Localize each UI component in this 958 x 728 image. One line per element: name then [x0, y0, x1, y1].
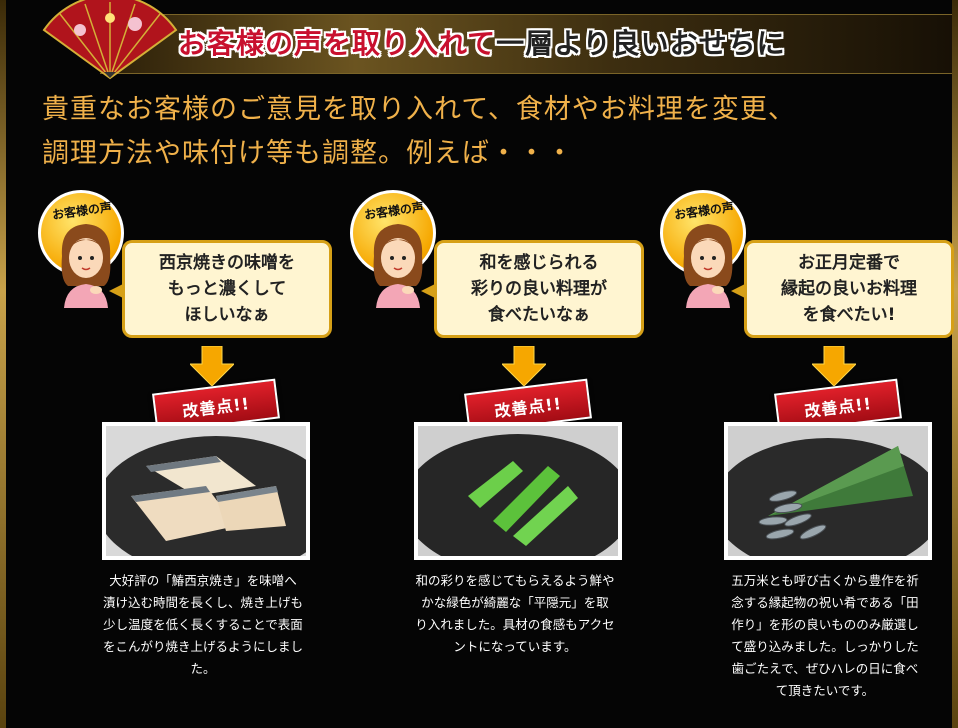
desc-line: ントになっています。 [453, 639, 577, 654]
arrow-down-icon [190, 346, 234, 386]
dish-photo-hira-ingen [414, 422, 622, 560]
header-title-red: お客様の声を取り入れて [178, 27, 497, 60]
woman-avatar-icon [61, 224, 111, 308]
folding-fan-icon [42, 0, 178, 80]
improvement-label-text: 改善点!! [493, 393, 563, 422]
intro-line: 調理方法や味付け等も調整。例えば・・・ [42, 138, 574, 169]
desc-line: 少し温度を低く長くすることで表面 [103, 617, 303, 632]
arrow-down-icon [812, 346, 856, 386]
improvement-description: 和の彩りを感じてもらえるよう鮮や かな緑色が綺麗な「平隠元」を取 り入れました。… [390, 570, 640, 658]
header-band [100, 14, 952, 74]
speech-bubble: 西京焼きの味噌を もっと濃くして ほしいなぁ [109, 240, 332, 338]
desc-line: 五万米とも呼び古くから豊作を祈 [731, 573, 919, 588]
desc-line: かな緑色が綺麗な「平隠元」を取 [421, 595, 609, 610]
desc-line: 歯ごたえで、ぜひハレの日に食べ [731, 661, 919, 676]
intro-text: 貴重なお客様のご意見を取り入れて、食材やお料理を変更、 調理方法や味付け等も調整… [42, 88, 922, 176]
feedback-column-2: お客様の声 和を感じられる 彩りの良い料理が 食べたいなぁ 改善点!! [350, 190, 650, 720]
desc-line: 和の彩りを感じてもらえるよう鮮や [415, 573, 615, 588]
feedback-column-1: お客様の声 西京焼きの味噌を もっと濃くして ほしいなぁ 改善点!! [38, 190, 338, 720]
header-title: お客様の声を取り入れて一層より良いおせちに [178, 22, 786, 62]
desc-line: り入れました。具材の食感もアクセ [415, 617, 615, 632]
gold-border-left [0, 0, 6, 728]
desc-line: 念する縁起物の祝い肴である「田 [731, 595, 919, 610]
improvement-label-text: 改善点!! [803, 393, 873, 422]
feedback-column-3: お客様の声 お正月定番で 縁起の良いお料理 を食べたい! 改善点!! [660, 190, 958, 720]
speech-bubble-text: 和を感じられる 彩りの良い料理が 食べたいなぁ [471, 253, 607, 325]
woman-avatar-icon [683, 224, 733, 308]
header-title-dark: 一層より良いおせちに [496, 27, 786, 60]
intro-line: 貴重なお客様のご意見を取り入れて、食材やお料理を変更、 [42, 94, 796, 125]
gold-border-right [952, 0, 958, 728]
improvement-label-text: 改善点!! [181, 393, 251, 422]
speech-bubble-text: お正月定番で 縁起の良いお料理 を食べたい! [781, 253, 917, 325]
woman-avatar-icon [373, 224, 423, 308]
desc-line: をこんがり焼き上げるようにしまし [102, 639, 303, 654]
improvement-description: 大好評の「鰆西京焼き」を味噌へ 漬け込む時間を長くし、焼き上げも 少し温度を低く… [78, 570, 328, 680]
desc-line: て盛り込みました。しっかりした [731, 639, 919, 654]
desc-line: て頂きたいです。 [775, 683, 875, 698]
dish-photo-saikyo-yaki [102, 422, 310, 560]
speech-bubble: お正月定番で 縁起の良いお料理 を食べたい! [731, 240, 954, 338]
desc-line: 作り」を形の良いもののみ厳選し [731, 617, 919, 632]
desc-line: た。 [190, 661, 216, 676]
desc-line: 大好評の「鰆西京焼き」を味噌へ [109, 573, 297, 588]
speech-bubble: 和を感じられる 彩りの良い料理が 食べたいなぁ [421, 240, 644, 338]
speech-bubble-text: 西京焼きの味噌を もっと濃くして ほしいなぁ [159, 253, 295, 325]
desc-line: 漬け込む時間を長くし、焼き上げも [102, 595, 303, 610]
arrow-down-icon [502, 346, 546, 386]
improvement-description: 五万米とも呼び古くから豊作を祈 念する縁起物の祝い肴である「田 作り」を形の良い… [700, 570, 950, 702]
dish-photo-tazukuri [724, 422, 932, 560]
